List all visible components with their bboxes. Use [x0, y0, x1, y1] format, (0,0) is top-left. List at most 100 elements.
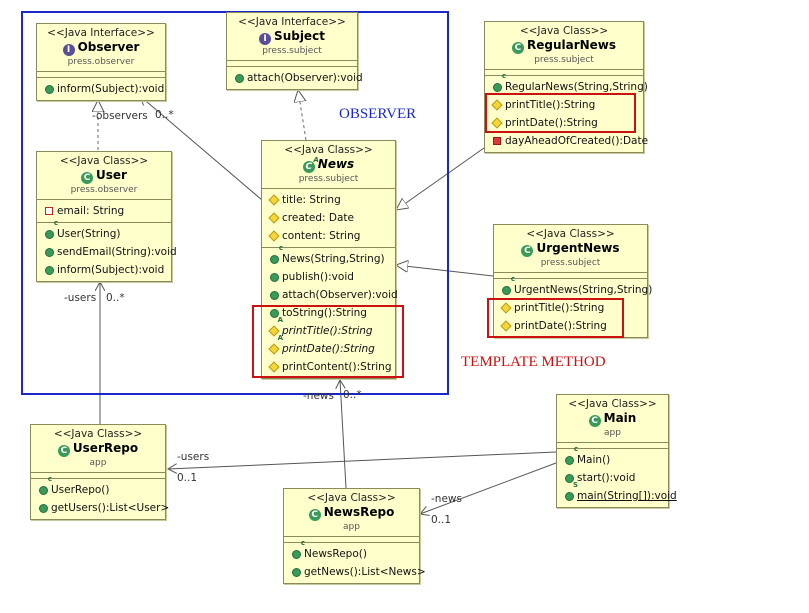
method: printContent():String: [282, 361, 392, 373]
public-method-icon: [268, 304, 280, 322]
class-icon: C: [81, 172, 94, 184]
package-name: press.subject: [298, 174, 359, 184]
method: start():void: [577, 472, 636, 484]
template-method-annotation: TEMPLATE METHOD: [461, 354, 606, 370]
package-name: press.subject: [262, 46, 322, 56]
package-name: app: [89, 458, 107, 468]
edge-label-main-users: -users: [177, 451, 210, 463]
public-method-icon: [268, 268, 280, 286]
class-icon: C: [588, 415, 601, 427]
method: main(String[]):void: [577, 490, 677, 502]
method: publish():void: [282, 271, 354, 283]
package-name: press.subject: [534, 55, 594, 65]
edge-label-users-multiplicity: 0..*: [106, 292, 125, 304]
template-method-highlight-news: [252, 305, 404, 378]
constructor-icon: c: [500, 276, 515, 299]
class-name: NewsRepo: [323, 505, 395, 519]
private-method-icon: [491, 132, 503, 150]
edge-label-observers-multiplicity: 0..*: [155, 109, 174, 121]
stereotype: <<Java Class>>: [519, 25, 609, 37]
field: created: Date: [282, 212, 354, 224]
method: inform(Subject):void: [57, 83, 165, 95]
stereotype: <<Java Class>>: [307, 492, 396, 504]
method: printTitle():String: [505, 99, 596, 111]
constructor-icon: c: [43, 220, 58, 243]
static-method-icon: S: [563, 482, 578, 505]
method: getUsers():List<User>: [51, 502, 170, 514]
stereotype: <<Java Interface>>: [238, 16, 346, 28]
edge-label-observers: -observers: [92, 110, 148, 122]
class-icon: C: [511, 42, 524, 54]
edge-label-main-news-multiplicity: 0..1: [431, 514, 452, 526]
interface-icon: I: [259, 33, 272, 45]
package-name: app: [343, 522, 360, 532]
observer-annotation: OBSERVER: [339, 106, 417, 122]
class-icon: C: [57, 445, 70, 457]
edge-label-main-news: -news: [431, 493, 462, 505]
edge-label-main-users-multiplicity: 0..1: [177, 472, 198, 484]
package-name: press.subject: [540, 258, 601, 268]
stereotype: <<Java Class>>: [53, 428, 143, 440]
main-news-association: [420, 462, 557, 514]
stereotype: <<Java Interface>>: [47, 27, 155, 39]
protected-field-icon: [268, 227, 280, 245]
class-name: User: [96, 168, 127, 182]
package-name: press.observer: [67, 57, 135, 67]
field: content: String: [282, 230, 361, 242]
edge-label-news-multiplicity: 0..*: [343, 389, 362, 401]
method: News(String,String): [282, 253, 385, 265]
method: dayAheadOfCreated():Date: [505, 135, 649, 147]
package-name: press.observer: [70, 185, 138, 195]
private-field-icon: [43, 202, 55, 220]
main-users-association: [168, 451, 557, 469]
protected-field-icon: [268, 191, 280, 209]
interface-icon: I: [62, 44, 75, 56]
constructor-icon: c: [563, 446, 578, 469]
edge-label-users: -users: [64, 292, 97, 304]
class-name: Subject: [274, 29, 325, 43]
class-name: RegularNews: [526, 38, 617, 52]
public-method-icon: [563, 469, 575, 487]
template-method-highlight-regularnews: [485, 93, 636, 133]
class-name: News: [317, 157, 355, 171]
public-method-icon: [43, 261, 55, 279]
public-method-icon: [268, 286, 280, 304]
package-name: app: [604, 428, 621, 438]
news-realizes-subject: [298, 90, 306, 141]
urgentnews-extends-news: [396, 265, 494, 277]
method: printDate():String: [505, 117, 598, 129]
method: sendEmail(String):void: [57, 246, 177, 258]
class-name: UserRepo: [72, 441, 139, 455]
method: User(String): [57, 228, 121, 240]
method: UrgentNews(String,String): [514, 284, 653, 296]
class-icon: C: [308, 509, 321, 521]
stereotype: <<Java Class>>: [284, 144, 373, 156]
field: email: String: [57, 205, 125, 217]
constructor-icon: c: [491, 73, 506, 96]
public-method-icon: [43, 80, 55, 98]
method: RegularNews(String,String): [505, 81, 648, 93]
method: toString():String: [282, 307, 367, 319]
class-name: Observer: [77, 40, 140, 54]
class-name: UrgentNews: [536, 241, 620, 255]
method: inform(Subject):void: [57, 264, 165, 276]
regularnews-extends-news: [396, 147, 485, 210]
method: getNews():List<News>: [304, 566, 426, 578]
public-method-icon: [233, 69, 245, 87]
protected-field-icon: [268, 209, 280, 227]
stereotype: <<Java Class>>: [568, 398, 657, 410]
template-method-highlight-urgentnews: [487, 298, 624, 338]
class-icon: C: [521, 245, 534, 257]
method: printDate():String: [282, 343, 375, 355]
public-method-icon: [37, 499, 49, 517]
method: printTitle():String: [282, 325, 373, 337]
class-name: Main: [603, 411, 637, 425]
